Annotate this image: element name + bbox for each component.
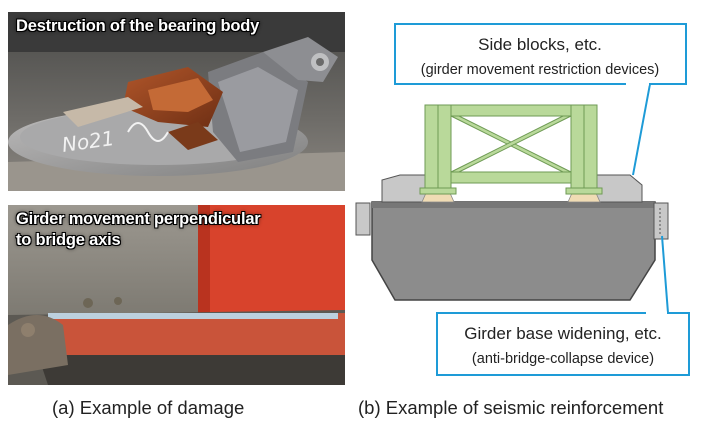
pier-body [371, 201, 656, 301]
callout-side-blocks-subtitle: (girder movement restriction devices) [421, 62, 660, 78]
steel-girder-frame [419, 104, 603, 195]
pier-cap-top [372, 202, 655, 208]
bearing-damage-caption: Destruction of the bearing body [16, 17, 260, 35]
callout-girder-widening: Girder base widening, etc. (anti-bridge-… [436, 235, 690, 376]
girder-movement-caption-line2: to bridge axis [16, 231, 121, 249]
callout-girder-widening-subtitle: (anti-bridge-collapse device) [472, 351, 654, 367]
seismic-reinforcement-diagram: Side blocks, etc. (girder movement restr… [355, 23, 690, 376]
girder-movement-caption: Girder movement perpendicular to bridge … [16, 209, 337, 251]
girder-movement-caption-line1: Girder movement perpendicular [16, 210, 261, 228]
widening-bracket-right [653, 202, 669, 240]
girder-movement-photo: Girder movement perpendicular to bridge … [8, 205, 345, 385]
widening-bracket-left [355, 202, 371, 236]
bearing-damage-photo: No21 Destruction of the bearing body [8, 12, 345, 191]
callout-side-blocks-title: Side blocks, etc. [478, 35, 602, 54]
callout-girder-widening-title: Girder base widening, etc. [464, 324, 662, 343]
panel-b-caption: (b) Example of seismic reinforcement [358, 397, 664, 418]
girder-movement-image [8, 205, 345, 385]
callout-side-blocks: Side blocks, etc. (girder movement restr… [394, 23, 687, 176]
panel-a-caption: (a) Example of damage [52, 397, 245, 418]
bearing-damage-image: No21 [8, 12, 345, 191]
